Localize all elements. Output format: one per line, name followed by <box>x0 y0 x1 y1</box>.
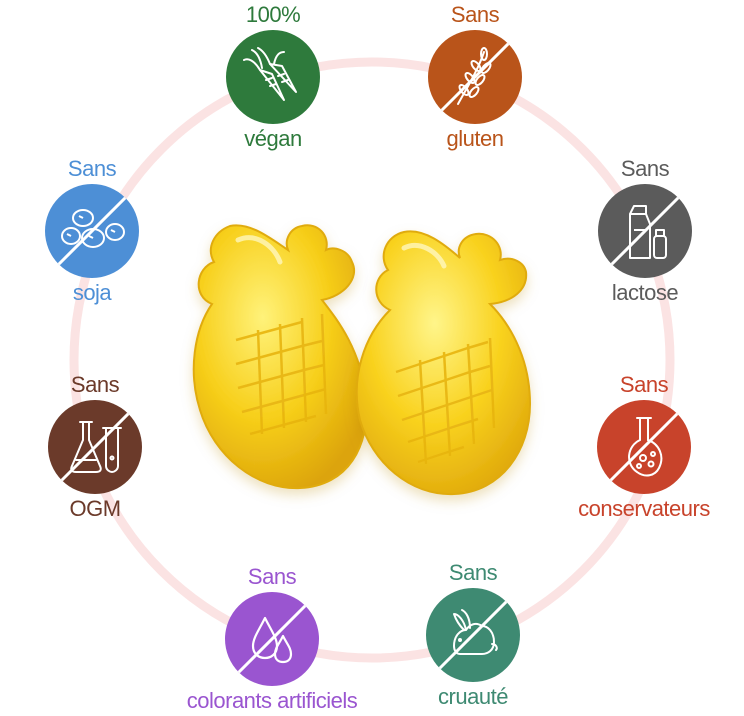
badge-disc <box>598 184 692 278</box>
ring-circle <box>69 57 675 663</box>
badge-cruaute: Sans cruauté <box>398 560 548 710</box>
badge-disc <box>426 588 520 682</box>
strike-line <box>434 596 512 674</box>
badge-disc <box>225 592 319 686</box>
badge-ogm: Sans OGM <box>20 372 170 522</box>
carrot-icon <box>243 47 297 101</box>
soybeans-icon <box>53 192 131 270</box>
badge-bottom-label: gluten <box>446 126 504 151</box>
badge-colorants: Sans colorants artificiels <box>172 564 372 714</box>
badge-bottom-label: colorants artificiels <box>186 688 358 713</box>
badge-top-label: Sans <box>620 156 670 181</box>
strike-line <box>233 600 311 678</box>
badge-disc <box>45 184 139 278</box>
badge-conservateurs: Sans conservateurs <box>544 372 744 522</box>
badge-top-label: Sans <box>70 372 120 397</box>
milk-carton-icon <box>606 192 684 270</box>
badge-bottom-label: OGM <box>69 496 121 521</box>
gummy-left <box>192 224 368 490</box>
strike-line <box>56 408 134 486</box>
strike-line <box>53 192 131 270</box>
badge-vegan: 100% végan <box>198 2 348 152</box>
badge-bottom-label: conservateurs <box>578 496 710 521</box>
strike-line <box>436 38 514 116</box>
badge-bottom-label: soja <box>72 280 112 305</box>
badge-bottom-label: lactose <box>611 280 679 305</box>
badge-top-label: Sans <box>619 372 669 397</box>
badge-soja: Sans soja <box>17 156 167 306</box>
badge-lactose: Sans lactose <box>570 156 720 306</box>
gummy-right <box>355 230 532 496</box>
rabbit-icon <box>434 596 512 674</box>
badge-disc <box>226 30 320 124</box>
badge-bottom-label: végan <box>244 126 302 151</box>
badge-top-label: Sans <box>448 560 498 585</box>
badge-top-label: 100% <box>245 2 301 27</box>
badge-disc <box>597 400 691 494</box>
flask-icon <box>605 408 683 486</box>
lab-glassware-icon <box>56 408 134 486</box>
badge-disc <box>428 30 522 124</box>
badge-disc <box>48 400 142 494</box>
badge-bottom-label: cruauté <box>438 684 508 709</box>
badge-top-label: Sans <box>450 2 500 27</box>
strike-line <box>606 192 684 270</box>
badge-gluten: Sans gluten <box>400 2 550 152</box>
strike-line <box>605 408 683 486</box>
drops-icon <box>233 600 311 678</box>
badge-top-label: Sans <box>247 564 297 589</box>
wheat-icon <box>436 38 514 116</box>
badge-top-label: Sans <box>67 156 117 181</box>
